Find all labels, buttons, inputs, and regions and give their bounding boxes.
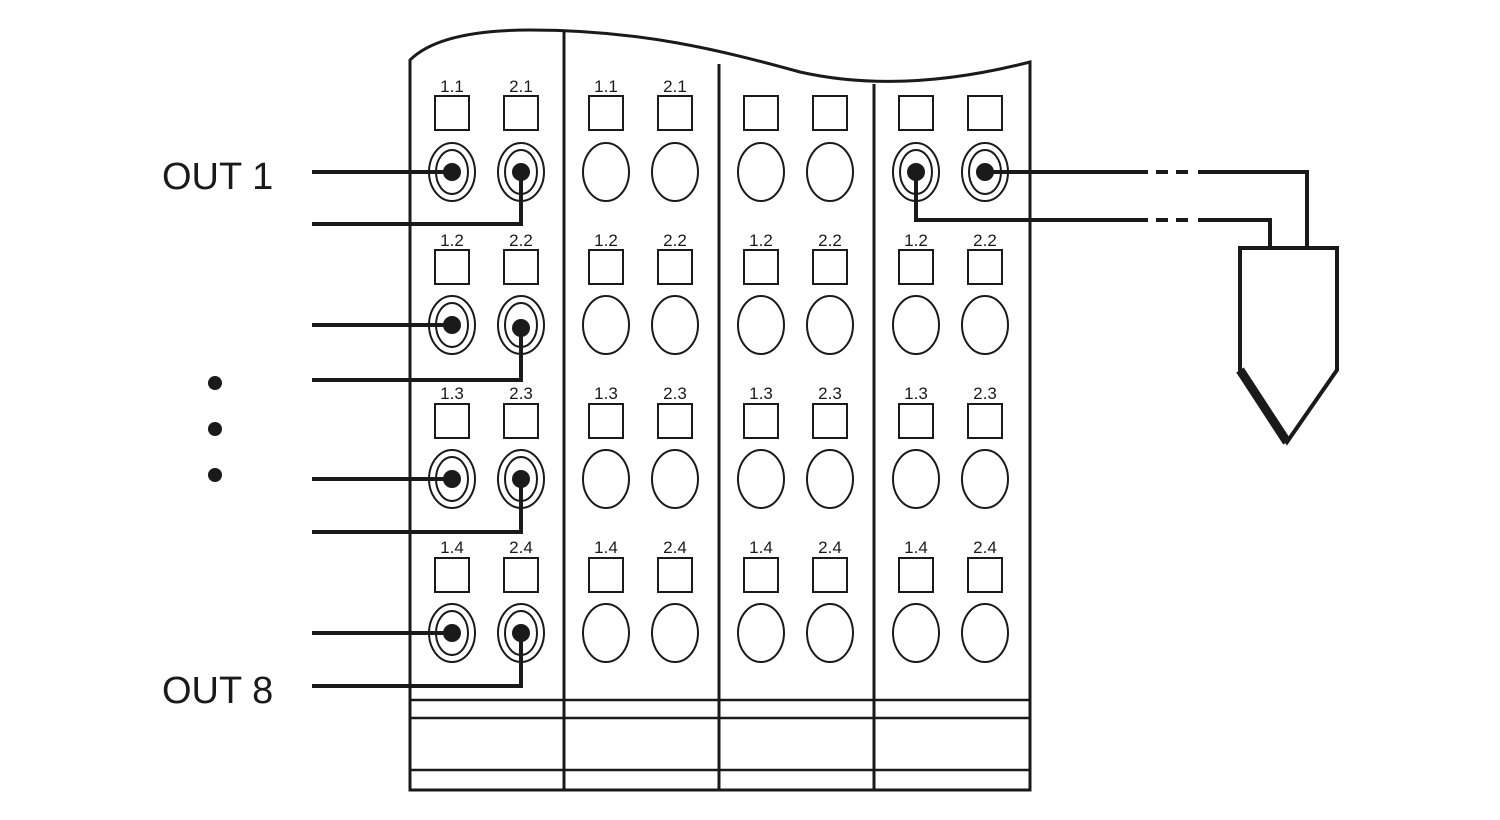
terminal-label: 2.3 [818, 384, 842, 403]
spring-opening [651, 295, 699, 355]
terminal-label: 1.4 [594, 538, 618, 557]
terminal-label: 1.1 [594, 77, 618, 96]
test-square [588, 557, 624, 593]
test-square [812, 557, 848, 593]
terminal-label: 2.4 [509, 538, 533, 557]
test-square [967, 557, 1003, 593]
test-square [657, 249, 693, 285]
terminal-label: 1.2 [749, 231, 773, 250]
terminal-label: 2.1 [509, 77, 533, 96]
spring-opening [737, 142, 785, 202]
terminal-label: 1.4 [440, 538, 464, 557]
test-square [743, 95, 779, 131]
spring-opening [806, 295, 854, 355]
spring-opening [651, 449, 699, 509]
terminal-label: 2.1 [663, 77, 687, 96]
test-square [812, 403, 848, 439]
terminal-label: 2.2 [973, 231, 997, 250]
test-square [434, 403, 470, 439]
spring-opening [806, 142, 854, 202]
terminal-label: 2.3 [509, 384, 533, 403]
terminal-label: 2.3 [973, 384, 997, 403]
test-square [898, 249, 934, 285]
test-square [588, 403, 624, 439]
test-square [503, 95, 539, 131]
terminal-label: 1.3 [594, 384, 618, 403]
spring-opening [737, 603, 785, 663]
test-square [434, 95, 470, 131]
test-square [588, 95, 624, 131]
test-square [657, 557, 693, 593]
terminal-label: 2.4 [973, 538, 997, 557]
test-square [967, 403, 1003, 439]
test-square [812, 95, 848, 131]
test-square [743, 249, 779, 285]
test-square [967, 249, 1003, 285]
terminal-block-housing [408, 28, 1032, 792]
test-square [434, 557, 470, 593]
test-square [503, 557, 539, 593]
spring-opening [961, 449, 1009, 509]
terminal-label: 2.4 [818, 538, 842, 557]
spring-opening [651, 603, 699, 663]
spring-opening [892, 449, 940, 509]
bottom-bands [410, 698, 1030, 772]
test-square [898, 403, 934, 439]
test-square [434, 249, 470, 285]
continuation-dots [208, 376, 222, 482]
terminal-label: 1.4 [904, 538, 928, 557]
terminal-label: 1.3 [904, 384, 928, 403]
spring-opening [892, 295, 940, 355]
spring-opening [737, 295, 785, 355]
spring-opening [737, 449, 785, 509]
terminal-label: 1.2 [440, 231, 464, 250]
test-square [588, 249, 624, 285]
test-squares [434, 95, 1003, 593]
spring-opening [651, 142, 699, 202]
spring-opening [961, 603, 1009, 663]
test-square [657, 403, 693, 439]
terminal-labels: 1.1 2.1 1.2 2.2 1.3 2.3 1.4 2.4 1.1 2.1 1.2 2.2 1.3 2… [440, 77, 997, 557]
test-square [657, 95, 693, 131]
terminal-label: 2.2 [663, 231, 687, 250]
test-square [898, 95, 934, 131]
spring-opening [806, 449, 854, 509]
terminal-label: 1.4 [749, 538, 773, 557]
sensor-probe [1236, 246, 1339, 446]
terminal-label: 1.2 [904, 231, 928, 250]
spring-opening [806, 603, 854, 663]
terminal-label: 1.3 [440, 384, 464, 403]
spring-opening [892, 603, 940, 663]
test-square [967, 95, 1003, 131]
spring-opening [961, 295, 1009, 355]
out-first-label: OUT 1 [162, 156, 273, 198]
spring-opening [582, 603, 630, 663]
spring-opening [582, 142, 630, 202]
terminal-label: 1.1 [440, 77, 464, 96]
spring-opening [582, 449, 630, 509]
module-dividers [562, 32, 876, 790]
test-square [743, 557, 779, 593]
terminal-label: 2.4 [663, 538, 687, 557]
terminal-label: 1.2 [594, 231, 618, 250]
test-square [503, 249, 539, 285]
out-last-label: OUT 8 [162, 670, 273, 712]
terminal-label: 2.3 [663, 384, 687, 403]
sensor-wiring [914, 170, 1309, 248]
terminal-label: 2.2 [818, 231, 842, 250]
test-square [898, 557, 934, 593]
test-square [503, 403, 539, 439]
spring-opening [582, 295, 630, 355]
test-square [812, 249, 848, 285]
wire-end-dots [443, 163, 994, 642]
output-wiring [312, 170, 523, 688]
terminal-label: 2.2 [509, 231, 533, 250]
terminal-label: 1.3 [749, 384, 773, 403]
test-square [743, 403, 779, 439]
